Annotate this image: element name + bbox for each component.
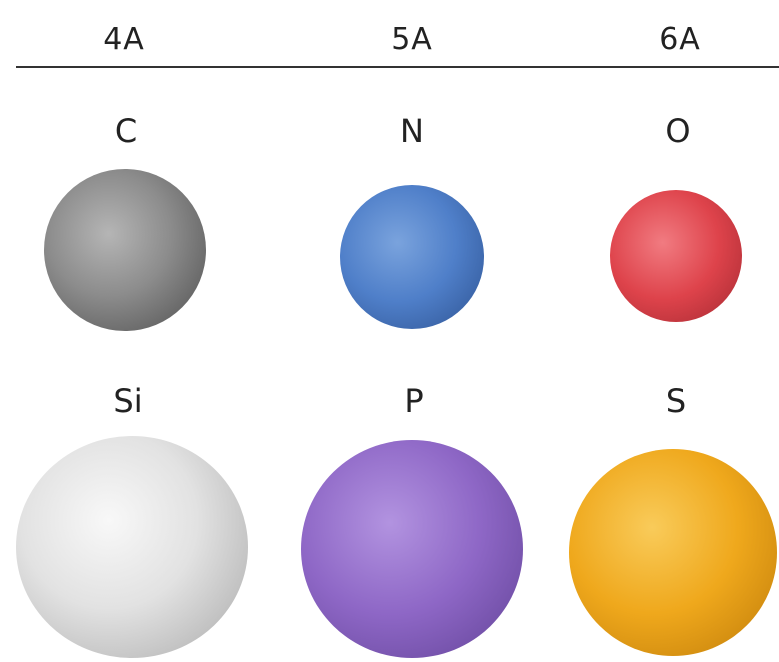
atom-sphere-o <box>610 190 742 322</box>
group-header-4a: 4A <box>44 22 204 58</box>
element-symbol-si: Si <box>48 382 208 420</box>
atom-sphere-n <box>340 185 484 329</box>
element-symbol-o: O <box>598 112 758 150</box>
atom-sphere-c <box>44 169 206 331</box>
atom-sphere-si <box>16 436 248 658</box>
element-symbol-p: P <box>334 382 494 420</box>
element-symbol-c: C <box>46 112 206 150</box>
element-symbol-s: S <box>596 382 756 420</box>
group-header-5a: 5A <box>332 22 492 58</box>
atom-sphere-p <box>301 440 523 658</box>
atom-sphere-s <box>569 449 777 656</box>
group-header-6a: 6A <box>600 22 760 58</box>
element-symbol-n: N <box>332 112 492 150</box>
header-rule <box>16 66 779 68</box>
